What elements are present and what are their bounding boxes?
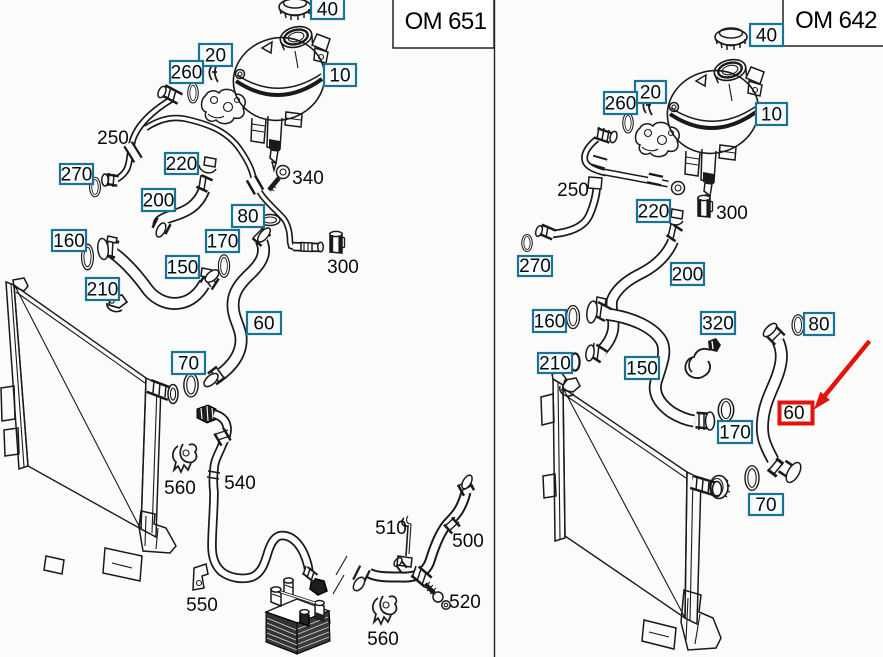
svg-text:160: 160 xyxy=(53,231,85,252)
svg-text:80: 80 xyxy=(808,315,829,336)
svg-text:300: 300 xyxy=(716,203,748,224)
svg-text:160: 160 xyxy=(534,312,566,333)
svg-text:500: 500 xyxy=(452,531,484,552)
svg-text:560: 560 xyxy=(164,478,196,499)
svg-text:80: 80 xyxy=(237,207,258,228)
svg-text:70: 70 xyxy=(178,354,199,375)
svg-text:60: 60 xyxy=(783,403,804,424)
svg-text:210: 210 xyxy=(87,280,119,301)
svg-text:340: 340 xyxy=(292,168,324,189)
svg-text:150: 150 xyxy=(167,258,199,279)
svg-text:10: 10 xyxy=(761,105,782,126)
svg-text:250: 250 xyxy=(557,180,589,201)
svg-text:170: 170 xyxy=(719,423,751,444)
svg-text:150: 150 xyxy=(626,359,658,380)
svg-text:220: 220 xyxy=(166,154,198,175)
svg-text:510: 510 xyxy=(375,518,407,539)
svg-text:210: 210 xyxy=(539,354,571,375)
svg-text:200: 200 xyxy=(672,265,704,286)
svg-text:320: 320 xyxy=(702,314,734,335)
svg-text:70: 70 xyxy=(755,495,776,516)
svg-text:20: 20 xyxy=(205,46,226,67)
svg-text:300: 300 xyxy=(327,257,359,278)
svg-text:270: 270 xyxy=(61,165,93,186)
svg-text:540: 540 xyxy=(224,473,256,494)
svg-text:170: 170 xyxy=(207,232,239,253)
svg-text:40: 40 xyxy=(317,0,338,21)
svg-text:260: 260 xyxy=(605,94,637,115)
svg-text:200: 200 xyxy=(143,191,175,212)
svg-text:520: 520 xyxy=(449,592,481,613)
svg-text:260: 260 xyxy=(171,63,203,84)
svg-text:OM 642: OM 642 xyxy=(795,7,877,34)
svg-text:220: 220 xyxy=(638,202,670,223)
svg-text:OM 651: OM 651 xyxy=(405,8,487,35)
svg-text:250: 250 xyxy=(97,128,129,149)
svg-text:560: 560 xyxy=(367,629,399,650)
svg-text:40: 40 xyxy=(756,26,777,47)
svg-text:60: 60 xyxy=(253,314,274,335)
svg-text:270: 270 xyxy=(519,256,551,277)
svg-text:10: 10 xyxy=(329,66,350,87)
svg-text:20: 20 xyxy=(640,83,661,104)
svg-text:550: 550 xyxy=(186,595,218,616)
